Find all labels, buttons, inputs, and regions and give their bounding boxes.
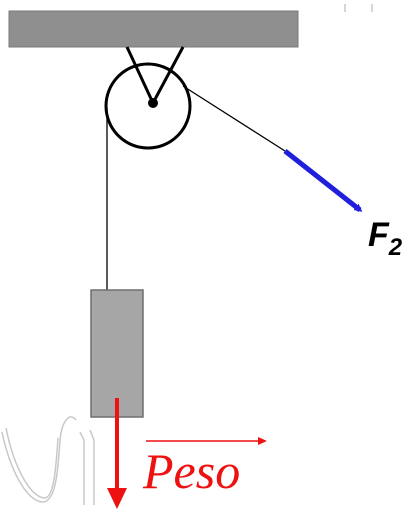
peso-vector-tip [258,437,267,445]
ceiling-bar [8,10,299,48]
pulley-axle [148,98,158,108]
force-label: F2 [368,216,403,261]
weight-label: Peso [142,443,240,499]
hanging-block [90,289,144,418]
rope-diagonal [182,85,286,152]
pulley-wheel [104,62,192,150]
watermark-scribble [1,4,373,505]
weight-arrow-head [107,488,127,509]
force-arrow-f2 [283,149,363,212]
